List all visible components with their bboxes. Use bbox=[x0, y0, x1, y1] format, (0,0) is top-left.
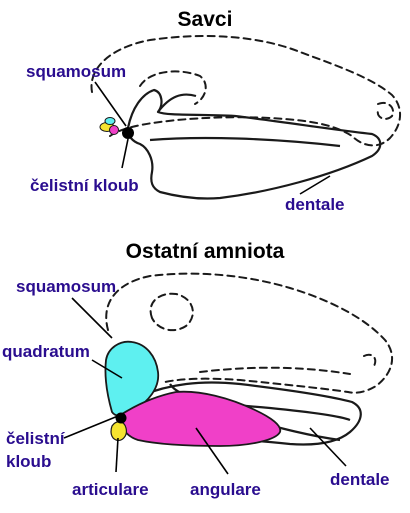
amniote-quadratum bbox=[104, 340, 160, 417]
mammal-jaw-joint bbox=[122, 127, 134, 139]
amniote-articulare bbox=[110, 421, 127, 441]
mammal-dentale-leader bbox=[299, 175, 331, 195]
mammal-squamosum-label: squamosum bbox=[26, 62, 126, 81]
mammal-title: Savci bbox=[178, 8, 233, 31]
mammal-squamosum-leader bbox=[94, 81, 127, 127]
amniote-dentale-leader bbox=[309, 427, 347, 467]
mammal-dentale-outline bbox=[126, 88, 382, 200]
mammal-jaw-joint-label: čelistní kloub bbox=[30, 176, 139, 195]
mammal-orbit bbox=[139, 70, 207, 105]
mammal-dentale-label: dentale bbox=[285, 195, 345, 214]
mammal-ear-bone-cyan bbox=[104, 117, 116, 125]
amniote-jaw-joint-label-line1: čelistní bbox=[6, 429, 66, 448]
amniote-quadratum-label: quadratum bbox=[2, 342, 90, 361]
amniote-dentale-label: dentale bbox=[330, 470, 390, 489]
mammal-ear-bone-pink bbox=[109, 125, 119, 135]
mammal-jaw-inner bbox=[149, 136, 341, 148]
mammal-panel: Savci squamosum čelistní kloub dentale bbox=[26, 8, 401, 214]
mammal-joint-leader bbox=[121, 138, 129, 169]
mammal-nostril bbox=[376, 102, 394, 120]
amniote-quadratum-leader bbox=[91, 359, 123, 379]
mammal-skull-outline bbox=[90, 35, 401, 147]
amniote-panel: Ostatní amniota squamosum quadratum čeli bbox=[2, 240, 394, 499]
amniote-squamosum-label: squamosum bbox=[16, 277, 116, 296]
amniote-nostril bbox=[363, 353, 377, 367]
amniote-articulare-leader bbox=[115, 437, 119, 473]
amniote-angulare-leader bbox=[195, 427, 229, 475]
amniote-jaw-joint-label-line2: kloub bbox=[6, 452, 51, 471]
amniote-joint-leader bbox=[63, 415, 119, 439]
amniote-skull-inner bbox=[199, 366, 351, 375]
amniote-jaw-joint bbox=[115, 412, 127, 424]
amniote-orbit bbox=[149, 292, 194, 332]
mammal-coronoid bbox=[157, 93, 197, 113]
amniote-angulare-label: angulare bbox=[190, 480, 261, 499]
amniote-title: Ostatní amniota bbox=[126, 240, 285, 263]
amniote-angulare bbox=[120, 390, 282, 447]
amniote-skull-outline bbox=[105, 272, 394, 394]
amniote-articulare-label: articulare bbox=[72, 480, 149, 499]
amniote-squamosum-leader bbox=[71, 297, 113, 339]
